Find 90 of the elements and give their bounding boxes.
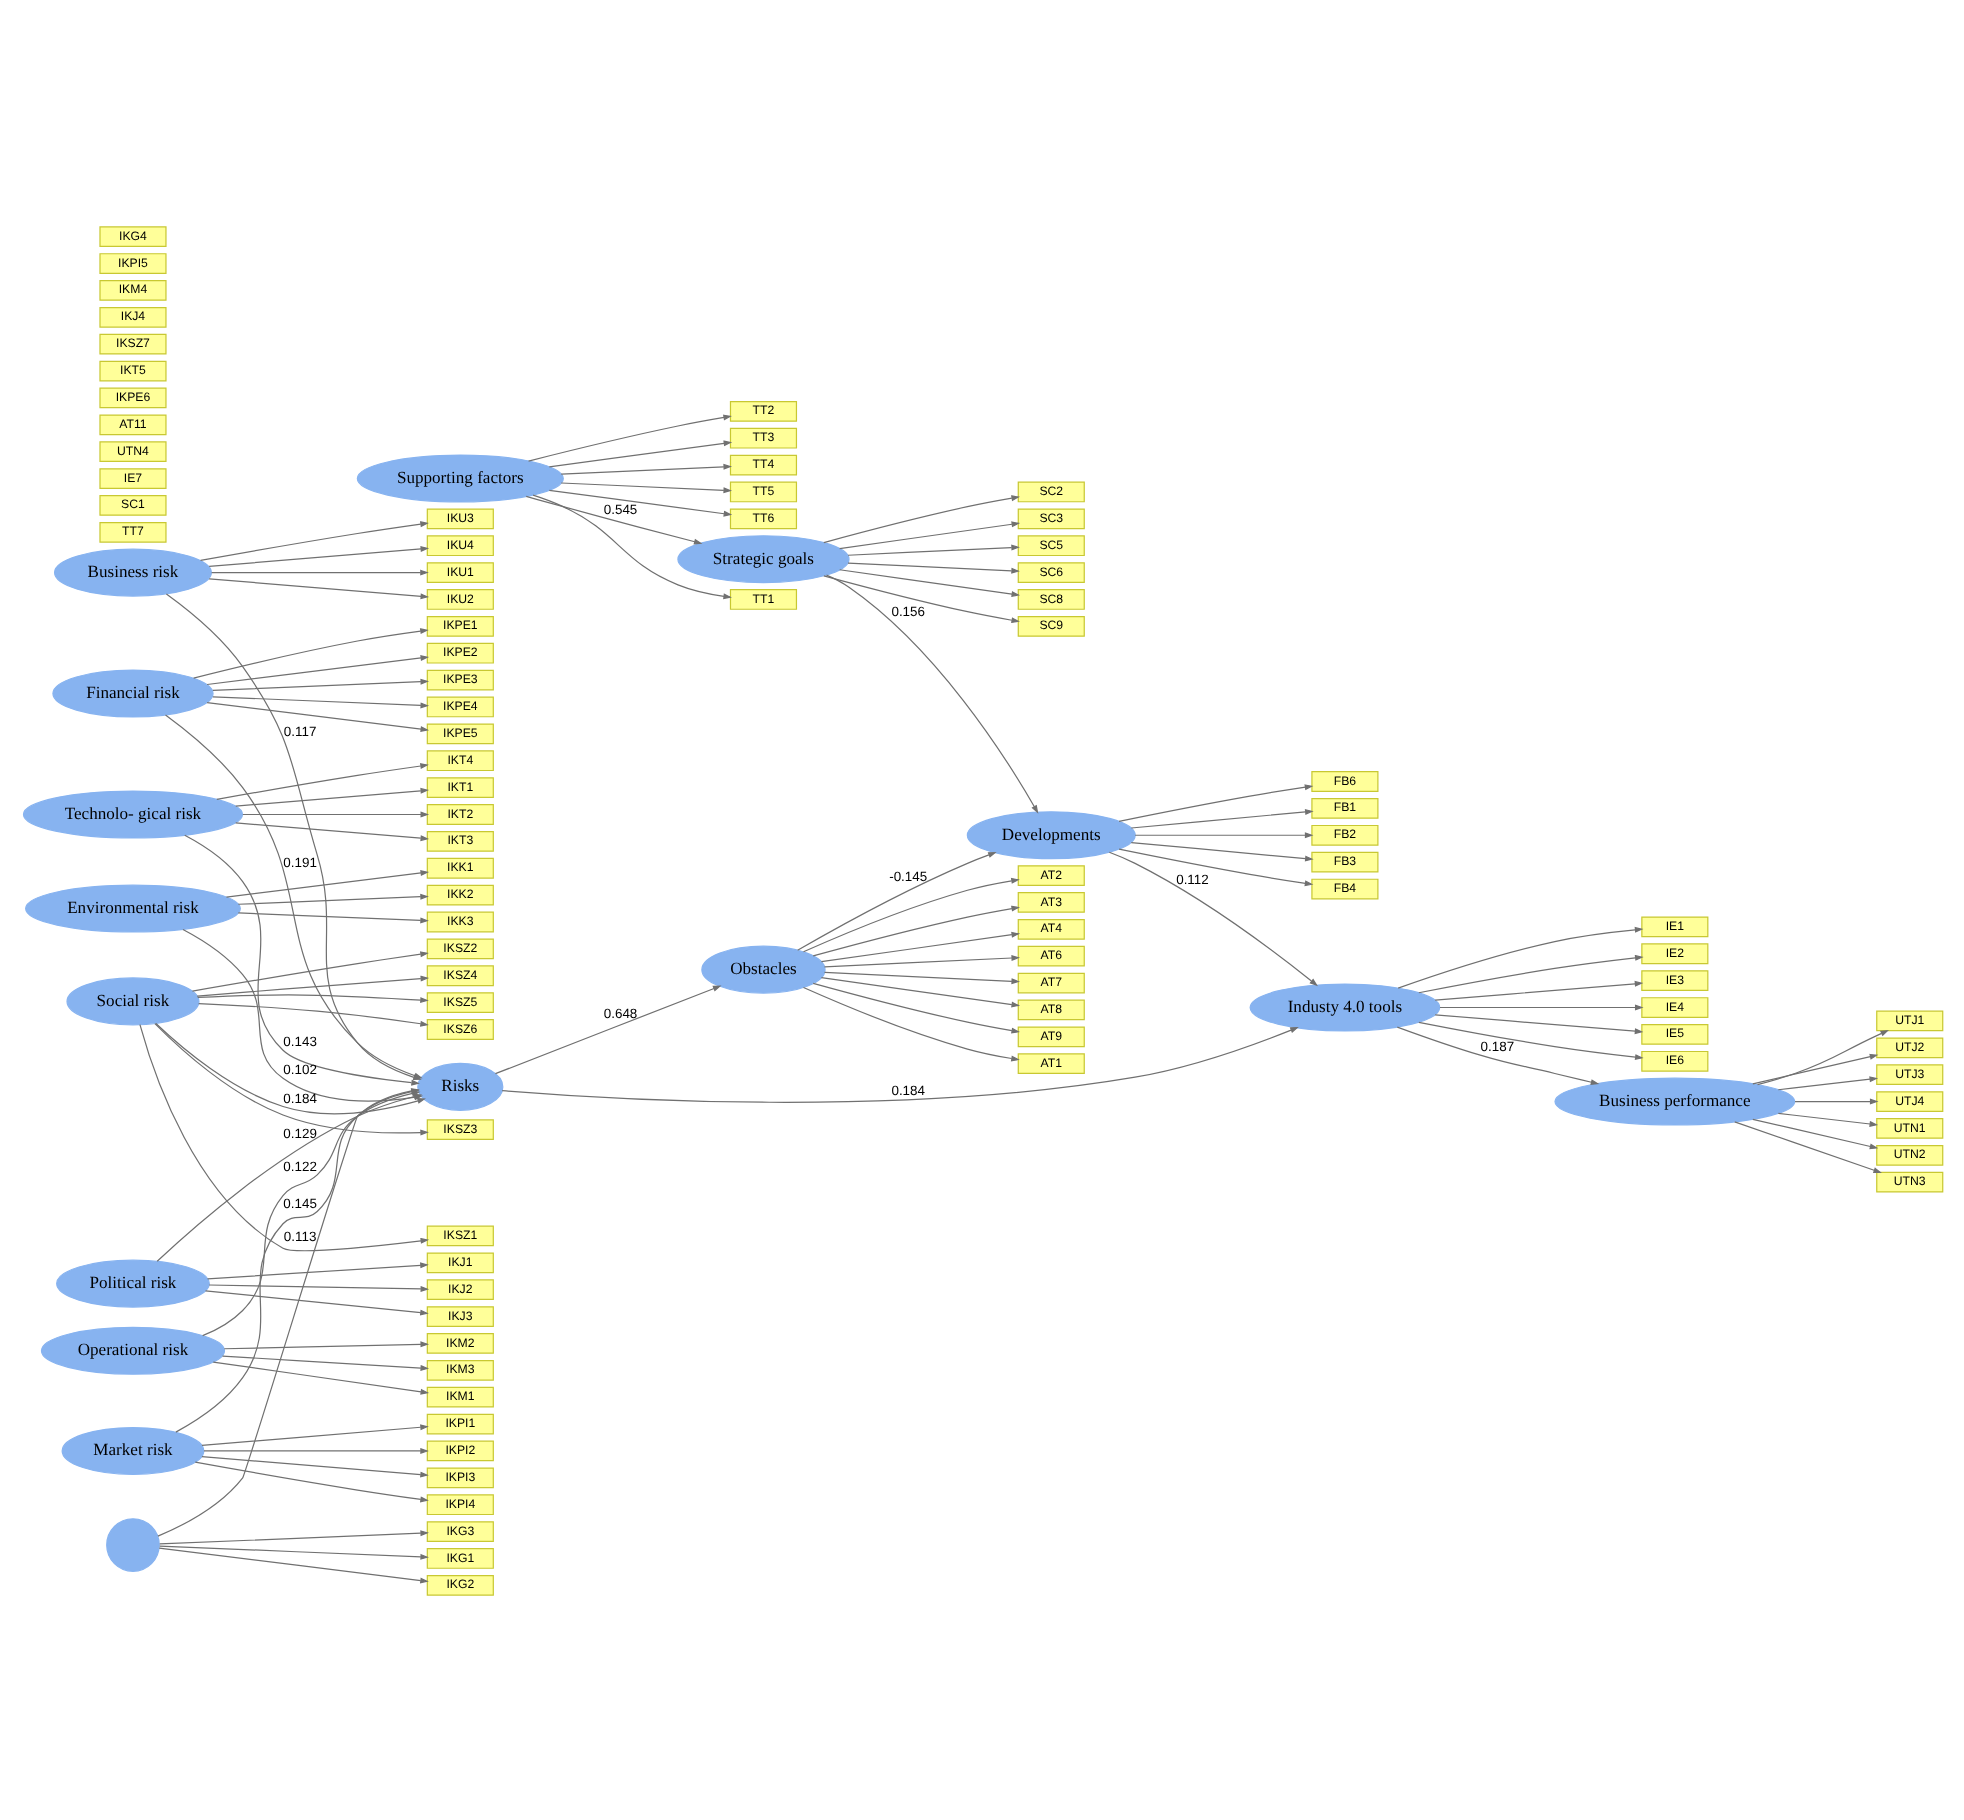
arrow [822, 574, 1019, 623]
arrow [1129, 840, 1313, 861]
arrow [1433, 1013, 1643, 1034]
arrow [801, 876, 1019, 952]
arrow [192, 627, 428, 678]
arrow [1417, 1020, 1643, 1060]
arrow [190, 950, 428, 991]
arrow [801, 985, 1019, 1061]
arrow [196, 993, 428, 1003]
node-ellipse: Political risk [55, 1258, 209, 1307]
arrow [493, 984, 721, 1074]
arrow [195, 974, 429, 996]
node-ellipse: Environmental risk [24, 883, 240, 932]
arrow [236, 892, 428, 904]
arrow [207, 577, 429, 599]
arrow [198, 520, 428, 561]
arrow [1395, 1025, 1599, 1085]
node-ellipse: Social risk [65, 976, 199, 1025]
arrow [205, 654, 429, 685]
arrow [236, 911, 428, 923]
arrow [153, 1022, 428, 1135]
arrow [846, 561, 1019, 573]
arrow [531, 493, 731, 599]
arrow [500, 1025, 1298, 1102]
arrow [822, 970, 1019, 984]
arrow [559, 462, 731, 474]
node-ellipse: Supporting factors [355, 453, 563, 502]
arrow [559, 481, 731, 493]
arrow [138, 1023, 429, 1251]
node-ellipse: Business risk [52, 547, 211, 596]
arrow [547, 488, 732, 516]
node-ellipse: Technolo- gical risk [21, 789, 243, 838]
arrow [1107, 850, 1317, 986]
arrow [224, 869, 429, 897]
arrow [1433, 979, 1643, 1000]
arrow [1751, 1052, 1878, 1084]
arrow [1117, 783, 1313, 821]
arrow [207, 544, 429, 566]
arrow [202, 1446, 428, 1453]
arrow [234, 786, 429, 806]
node-circle [105, 1517, 159, 1571]
arrow [819, 976, 1020, 1007]
node-ellipse: Market risk [60, 1425, 204, 1474]
arrow [207, 1283, 429, 1291]
arrow [524, 494, 702, 544]
arrow [158, 1529, 428, 1544]
arrow [241, 810, 429, 817]
arrow [234, 821, 429, 841]
arrow [1776, 1075, 1878, 1090]
arrow [1438, 1003, 1643, 1010]
arrow [1133, 831, 1313, 838]
arrow [1396, 925, 1643, 988]
arrow [1751, 1117, 1878, 1149]
arrow [547, 439, 732, 467]
arrow [215, 762, 428, 800]
arrow [211, 1360, 429, 1394]
arrow [200, 1423, 428, 1445]
arrow [1129, 807, 1313, 828]
node-ellipse: Financial risk [51, 668, 213, 717]
node-ellipse: Operational risk [39, 1325, 225, 1374]
arrow [211, 677, 429, 690]
arrow [1417, 953, 1643, 993]
arrow [822, 954, 1019, 967]
arrow [811, 904, 1019, 956]
arrow [222, 1340, 428, 1349]
arrow [200, 1454, 428, 1477]
arrow [158, 1544, 428, 1559]
arrow [811, 981, 1019, 1033]
arrow [1793, 1097, 1878, 1104]
arrow [210, 568, 428, 575]
arrow [197, 1002, 428, 1026]
arrow [526, 413, 731, 461]
arrow [1733, 1120, 1881, 1172]
arrow [203, 1289, 428, 1315]
arrow [1117, 847, 1313, 886]
arrow [1755, 1028, 1888, 1085]
arrow [1776, 1111, 1878, 1126]
arrow [846, 543, 1019, 555]
arrow [220, 1354, 429, 1370]
arrow [824, 573, 1038, 813]
arrow [838, 520, 1020, 549]
arrow [838, 568, 1020, 597]
arrow [822, 494, 1019, 543]
arrow [205, 701, 429, 732]
arrow [796, 851, 996, 950]
arrow [157, 1546, 428, 1583]
arrow [211, 695, 429, 708]
arrow [205, 1261, 428, 1279]
arrow [193, 1460, 428, 1502]
arrow [819, 930, 1020, 962]
